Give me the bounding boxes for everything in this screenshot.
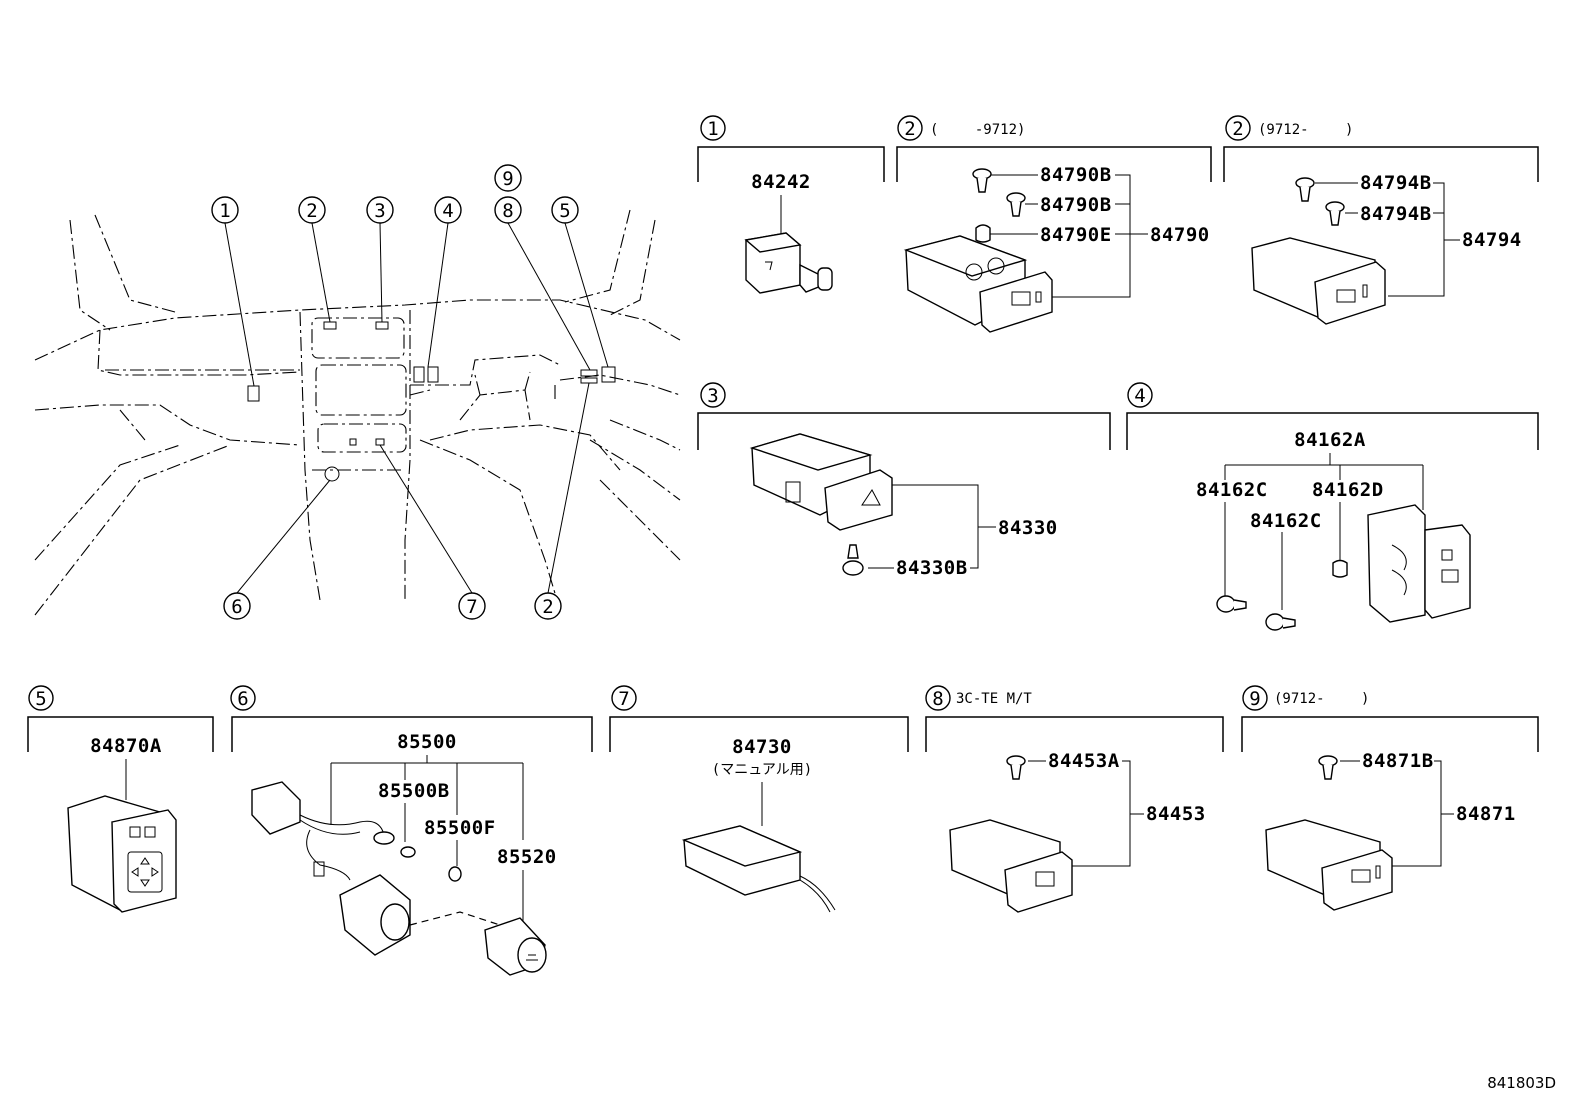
socket-drawing <box>339 874 501 956</box>
group-number: 6 <box>237 688 248 710</box>
switch-drawing <box>1251 237 1386 325</box>
part-number: 84790B <box>1040 164 1112 186</box>
overview-callout-6: 6 <box>223 592 251 620</box>
overview-callout-5: 5 <box>551 196 579 224</box>
part-number: 84330 <box>998 517 1058 539</box>
group-note: (9712- ) <box>1258 122 1353 138</box>
group-note: (9712- ) <box>1274 691 1369 707</box>
svg-text:6: 6 <box>231 596 242 618</box>
part-number: 84871B <box>1362 750 1434 772</box>
group-8: 8 3C-TE M/T 84453A 84453 <box>925 685 1224 913</box>
part-number: 84794 <box>1462 229 1522 251</box>
switch-drawing <box>744 232 833 294</box>
part-number: 85520 <box>497 846 557 868</box>
group-2-early: 2 ( -9712) 84790B 84790B 84790E 84790 <box>896 115 1212 333</box>
group-number: 2 <box>1232 118 1243 140</box>
part-number: 84871 <box>1456 803 1516 825</box>
overview-callout-7: 7 <box>458 592 486 620</box>
group-5: 5 84870A <box>27 685 214 913</box>
svg-text:2: 2 <box>542 596 553 618</box>
overview-callout-2b: 2 <box>534 592 562 620</box>
group-note: ( -9712) <box>930 122 1025 138</box>
overview-callout-2: 2 <box>298 196 326 224</box>
part-number: 84790 <box>1150 224 1210 246</box>
part-number: 84162C <box>1196 479 1268 501</box>
lighter-drawing <box>484 917 547 976</box>
clip-drawing <box>1006 755 1026 780</box>
reference-code: 841803D <box>1487 1074 1556 1092</box>
dashboard-overview <box>34 209 681 616</box>
part-number: 84242 <box>751 171 811 193</box>
part-number: 84453A <box>1048 750 1120 772</box>
svg-text:1: 1 <box>219 200 230 222</box>
group-number: 2 <box>904 118 915 140</box>
part-number: 84790E <box>1040 224 1112 246</box>
svg-text:2: 2 <box>306 200 317 222</box>
clip-drawing <box>842 544 864 576</box>
svg-text:5: 5 <box>559 200 570 222</box>
part-number: 84794B <box>1360 172 1432 194</box>
part-number: 84790B <box>1040 194 1112 216</box>
overview-callout-4: 4 <box>434 196 462 224</box>
group-2-late: 2 (9712- ) 84794B 84794B 84794 <box>1223 115 1539 325</box>
group-number: 9 <box>1249 688 1260 710</box>
switch-drawing <box>1265 819 1393 911</box>
clip-drawing <box>972 168 1026 243</box>
overview-callout-8: 8 <box>494 196 522 224</box>
part-number: 85500F <box>424 817 496 839</box>
overview-callout-3: 3 <box>366 196 394 224</box>
group-3: 3 84330 84330B <box>697 382 1111 579</box>
switch-drawing <box>1367 504 1471 623</box>
wire-harness-drawing <box>251 781 462 882</box>
part-number: 84870A <box>90 735 162 757</box>
svg-text:7: 7 <box>466 596 477 618</box>
clip-drawing <box>1295 177 1345 226</box>
clip-drawing <box>1216 559 1348 631</box>
part-number: 84162D <box>1312 479 1384 501</box>
part-number: 85500B <box>378 780 450 802</box>
part-number: 84330B <box>896 557 968 579</box>
group-9: 9 (9712- ) 84871B 84871 <box>1241 685 1539 911</box>
group-number: 8 <box>932 688 943 710</box>
svg-text:3: 3 <box>374 200 385 222</box>
group-note: 3C-TE M/T <box>956 691 1032 707</box>
group-number: 3 <box>707 385 718 407</box>
switch-drawing <box>67 795 177 913</box>
switch-drawing <box>949 819 1073 913</box>
group-7: 7 84730 (マニュアル用) <box>609 685 909 913</box>
part-number: 84162C <box>1250 510 1322 532</box>
group-4: 4 84162A 84162C 84162D 84162C <box>1126 382 1539 631</box>
group-number: 4 <box>1134 385 1145 407</box>
group-number: 7 <box>618 688 629 710</box>
part-note: (マニュアル用) <box>712 762 812 778</box>
group-number: 5 <box>35 688 46 710</box>
overview-callout-9: 9 <box>494 164 522 192</box>
part-number: 84730 <box>732 736 792 758</box>
switch-drawing <box>749 433 893 531</box>
module-drawing <box>681 825 836 913</box>
part-number: 84794B <box>1360 203 1432 225</box>
svg-text:9: 9 <box>502 168 513 190</box>
group-6: 6 85500 85500B 85500F 85520 <box>230 685 593 976</box>
part-number: 85500 <box>397 731 457 753</box>
switch-drawing <box>903 235 1053 333</box>
svg-text:4: 4 <box>442 200 453 222</box>
overview-callout-1: 1 <box>211 196 239 224</box>
svg-text:8: 8 <box>502 200 513 222</box>
group-1: 1 84242 <box>697 115 885 294</box>
group-number: 1 <box>707 118 718 140</box>
part-number: 84162A <box>1294 429 1366 451</box>
clip-drawing <box>1318 755 1338 780</box>
part-number: 84453 <box>1146 803 1206 825</box>
